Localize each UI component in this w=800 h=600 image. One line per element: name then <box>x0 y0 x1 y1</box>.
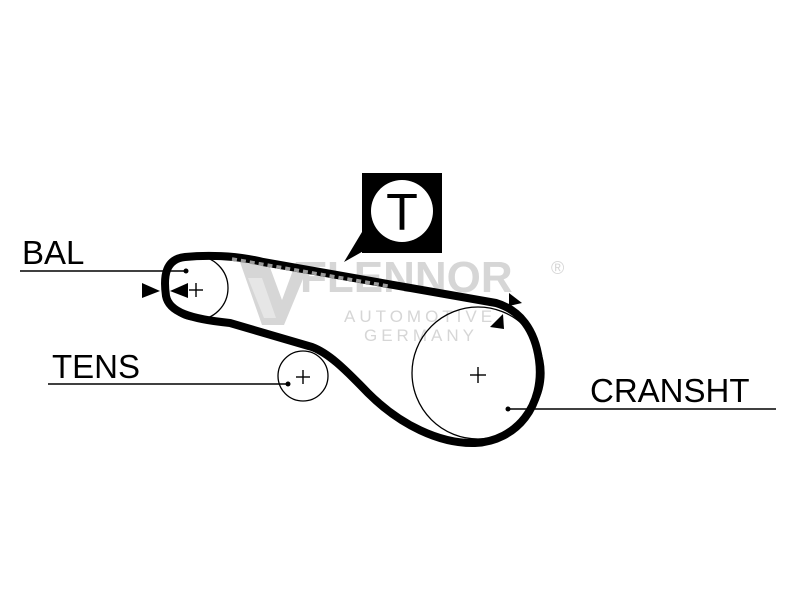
balancer-timing-mark-inner <box>170 283 188 298</box>
tensioner-center-mark <box>296 370 310 384</box>
tens-label: TENS <box>52 348 140 385</box>
timing-badge-circle <box>371 180 433 242</box>
watermark-line2: GERMANY <box>364 326 478 345</box>
bal-leader-dot <box>183 268 189 274</box>
watermark-registered: ® <box>551 258 564 278</box>
timing-badge: T <box>344 173 442 262</box>
balancer-timing-mark-outer <box>142 283 160 298</box>
cranshaft-leader-dot <box>505 406 511 412</box>
crank-timing-mark-lower <box>490 314 504 329</box>
timing-badge-letter: T <box>386 184 418 242</box>
tensioner-pulley <box>277 350 329 402</box>
flennor-watermark: FLENNOR ® AUTOMOTIVE GERMANY <box>240 253 564 345</box>
crank-timing-mark-upper <box>509 293 522 306</box>
flennor-logo-mark <box>240 262 310 325</box>
balancer-center-mark <box>189 283 203 297</box>
timing-belt <box>161 251 544 448</box>
crankshaft-center-mark <box>470 367 486 383</box>
cranshaft-label: CRANSHT <box>590 372 750 409</box>
watermark-line1: AUTOMOTIVE <box>344 307 496 326</box>
bal-label: BAL <box>22 234 84 271</box>
tens-leader-dot <box>285 381 291 387</box>
